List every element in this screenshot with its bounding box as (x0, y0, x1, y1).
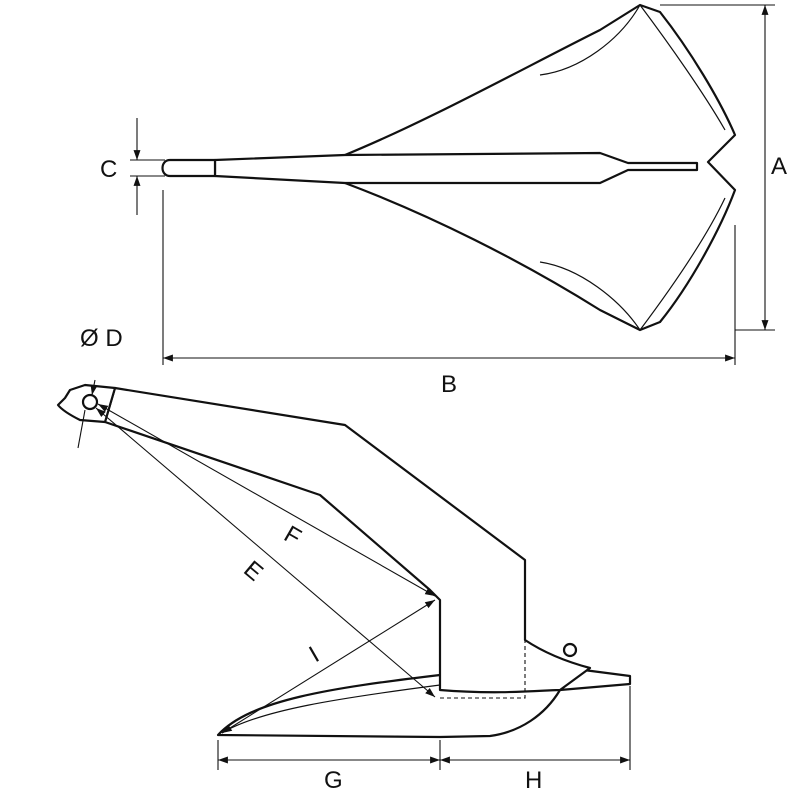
anchor-side-view (56, 383, 632, 739)
dimension-c: C (100, 118, 165, 215)
label-h: H (525, 767, 542, 794)
shank-side (103, 386, 592, 694)
label-g: G (324, 767, 343, 794)
label-d: Ø D (80, 325, 123, 352)
shank-tip (161, 158, 217, 178)
shackle-hole (81, 393, 99, 411)
fluke-inner-edge-lower (639, 197, 726, 331)
dimension-a: A (660, 4, 787, 365)
hidden-edge (440, 640, 526, 699)
label-f: F (279, 521, 305, 552)
dimension-g-h: G H (217, 686, 631, 794)
label-c: C (100, 156, 117, 183)
label-a: A (771, 153, 787, 180)
fluke-inner-edge-upper (639, 4, 726, 131)
label-b: B (441, 371, 457, 398)
label-i: I (305, 641, 324, 668)
dimension-b: B (162, 190, 735, 398)
anchor-top-view (161, 3, 737, 332)
fluke-hole (562, 642, 578, 658)
shank-top (213, 151, 699, 185)
label-e: E (238, 556, 268, 587)
dimension-d: Ø D (77, 325, 123, 449)
